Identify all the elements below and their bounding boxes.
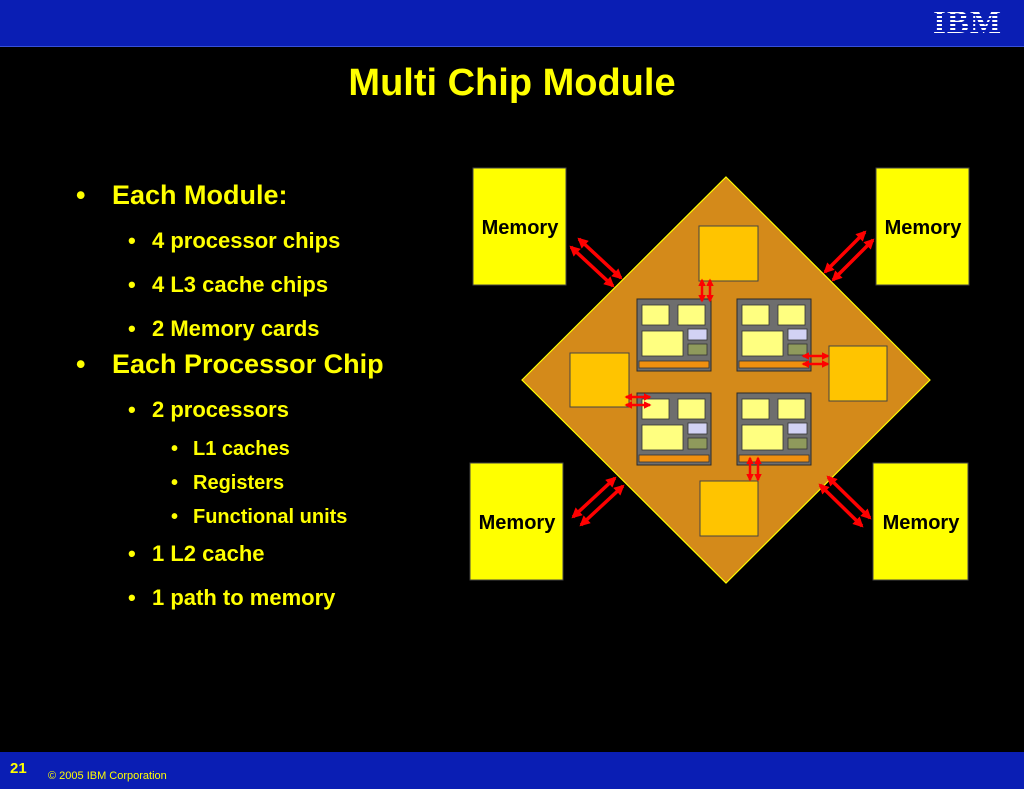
bullet-l1-caches: L1 caches xyxy=(171,438,290,461)
l3-cache-chip-top xyxy=(698,225,759,282)
memory-label: Memory xyxy=(885,217,963,239)
memory-label: Memory xyxy=(883,512,961,534)
memory-card-bottom-left: Memory xyxy=(469,462,564,581)
page-number: 21 xyxy=(10,760,27,777)
bullet-l2-cache: 1 L2 cache xyxy=(128,541,264,567)
bullet-each-module: Each Module: xyxy=(76,180,287,211)
l3-cache-chip-right xyxy=(828,345,888,402)
memory-link-arrow xyxy=(831,238,875,282)
bottom-bar: 21 © 2005 IBM Corporation xyxy=(0,752,1024,789)
memory-card-bottom-right: Memory xyxy=(872,462,969,581)
memory-label: Memory xyxy=(479,512,557,534)
memory-link-arrow xyxy=(579,484,625,527)
memory-link-arrow xyxy=(577,237,623,280)
memory-card-top-right: Memory xyxy=(875,167,970,286)
top-bar: IBM xyxy=(0,0,1024,47)
ibm-logo: IBM xyxy=(933,5,1002,41)
bullet-l3-cache-chips: 4 L3 cache chips xyxy=(128,272,328,298)
bullet-registers: Registers xyxy=(171,472,284,495)
bullet-each-processor-chip: Each Processor Chip xyxy=(76,349,384,380)
processor-chip-top-right xyxy=(736,298,812,372)
memory-link-arrow xyxy=(826,475,872,520)
bullet-processor-chips: 4 processor chips xyxy=(128,228,340,254)
bullet-processors: 2 processors xyxy=(128,397,289,423)
slide-title: Multi Chip Module xyxy=(348,62,676,104)
l3-cache-chip-left xyxy=(569,352,630,408)
mcm-diagram: Memory Memory Memory Memory xyxy=(469,167,970,584)
bullet-path-to-memory: 1 path to memory xyxy=(128,585,335,611)
memory-card-top-left: Memory xyxy=(472,167,567,286)
bullet-functional-units: Functional units xyxy=(171,506,348,529)
processor-chip-top-left xyxy=(636,298,712,372)
copyright-notice: © 2005 IBM Corporation xyxy=(48,770,167,782)
processor-chip-bottom-right xyxy=(736,392,812,466)
memory-label: Memory xyxy=(482,217,560,239)
l3-cache-chip-bottom xyxy=(699,480,759,537)
bullet-memory-cards: 2 Memory cards xyxy=(128,316,319,342)
